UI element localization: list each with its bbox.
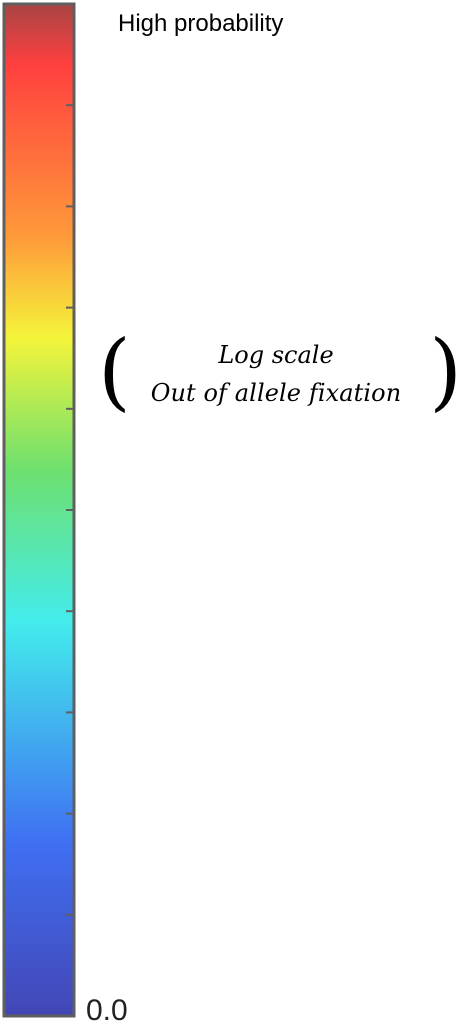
colorbar-gradient-fill <box>4 4 74 1016</box>
right-parenthesis: ) <box>429 322 462 420</box>
zero-label: 0.0 <box>86 994 128 1027</box>
annotation-line-2: Out of allele fixation <box>150 379 402 407</box>
left-parenthesis: ( <box>98 322 131 420</box>
annotation-line-1: Log scale <box>218 341 334 369</box>
log-scale-annotation: ( ) Log scale Out of allele fixation <box>98 329 462 419</box>
high-probability-label: High probability <box>118 10 284 37</box>
colorbar-ticks <box>66 104 74 916</box>
